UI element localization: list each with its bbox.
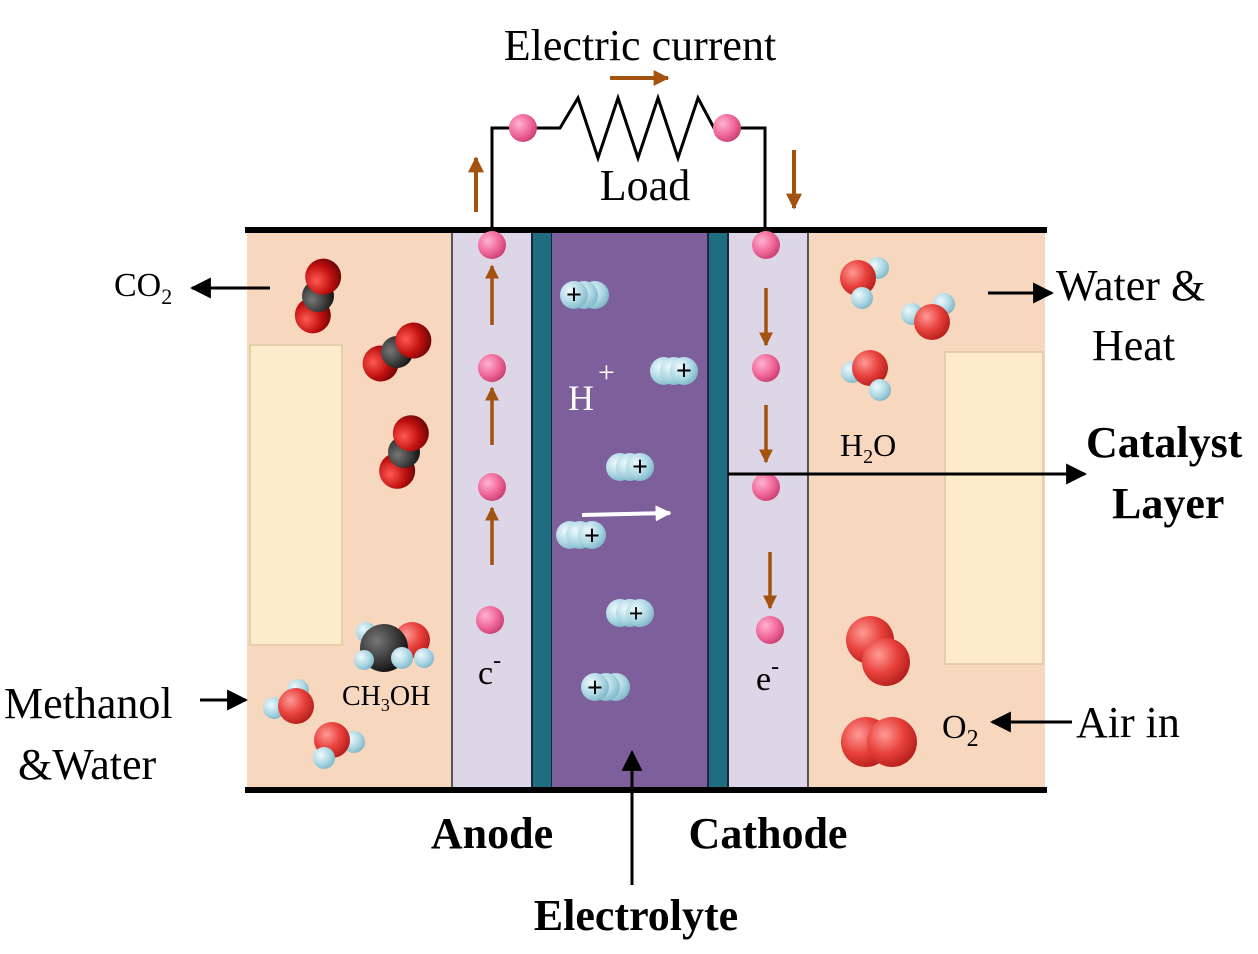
electron — [509, 114, 537, 142]
water-molecule — [901, 293, 955, 340]
svg-text:+: + — [632, 452, 648, 483]
water-molecule — [840, 257, 889, 309]
methanol-label-line1: Methanol — [4, 679, 173, 728]
electron — [752, 354, 780, 382]
water-molecule — [841, 350, 891, 401]
cathode-electron-label: e- — [756, 654, 779, 698]
anode-electron-label: c- — [478, 648, 501, 692]
electrolyte-label: Electrolyte — [534, 891, 738, 940]
ch3oh-label: CH3OH — [342, 681, 430, 715]
water-heat-label-line2: Heat — [1092, 321, 1175, 370]
water-molecule — [313, 722, 365, 769]
electron — [478, 473, 506, 501]
anode-flow-plate — [249, 344, 343, 646]
proton: + — [556, 521, 606, 552]
h2o-label: H2O — [840, 427, 896, 468]
proton: + — [606, 599, 654, 628]
electron — [713, 114, 741, 142]
o2-molecule — [846, 616, 910, 686]
hplus-label: H+ — [568, 356, 615, 418]
electron — [478, 231, 506, 259]
electron — [756, 616, 784, 644]
cathode-label: Cathode — [689, 809, 848, 858]
anode-label: Anode — [431, 809, 553, 858]
load-label: Load — [600, 161, 690, 210]
o2-label: O2 — [942, 709, 979, 752]
co2-molecule — [362, 322, 432, 382]
co2-label: CO2 — [114, 267, 172, 309]
water-heat-label-line1: Water & — [1056, 261, 1205, 310]
proton: + — [606, 452, 654, 483]
co2-molecule — [294, 258, 342, 334]
proton: + — [581, 673, 630, 704]
cathode-membrane-edge — [707, 229, 729, 791]
electrolyte-membrane — [552, 230, 708, 790]
anode-membrane-edge — [531, 229, 553, 791]
methanol-molecule — [354, 622, 434, 672]
electron — [476, 606, 504, 634]
electron — [478, 354, 506, 382]
electric-current-label: Electric current — [504, 21, 776, 70]
methanol-label-line2: &Water — [18, 740, 157, 789]
proton-flow-arrow — [581, 505, 672, 522]
air-in-label: Air in — [1076, 698, 1180, 747]
catalyst-label-line1: Catalyst — [1086, 418, 1243, 467]
catalyst-label-line2: Layer — [1112, 479, 1224, 528]
electron — [752, 473, 780, 501]
svg-text:+: + — [629, 599, 644, 628]
water-molecule — [263, 679, 314, 724]
proton: + — [650, 356, 698, 387]
svg-text:+: + — [676, 356, 692, 387]
electron — [752, 231, 780, 259]
o2-molecule — [841, 717, 917, 767]
cathode-flow-plate — [944, 351, 1044, 665]
svg-text:+: + — [584, 521, 600, 552]
proton: + — [560, 280, 609, 311]
cathode-catalyst-layer — [727, 229, 809, 791]
co2-molecule — [379, 415, 429, 489]
svg-text:+: + — [587, 673, 603, 704]
svg-text:+: + — [566, 280, 582, 311]
